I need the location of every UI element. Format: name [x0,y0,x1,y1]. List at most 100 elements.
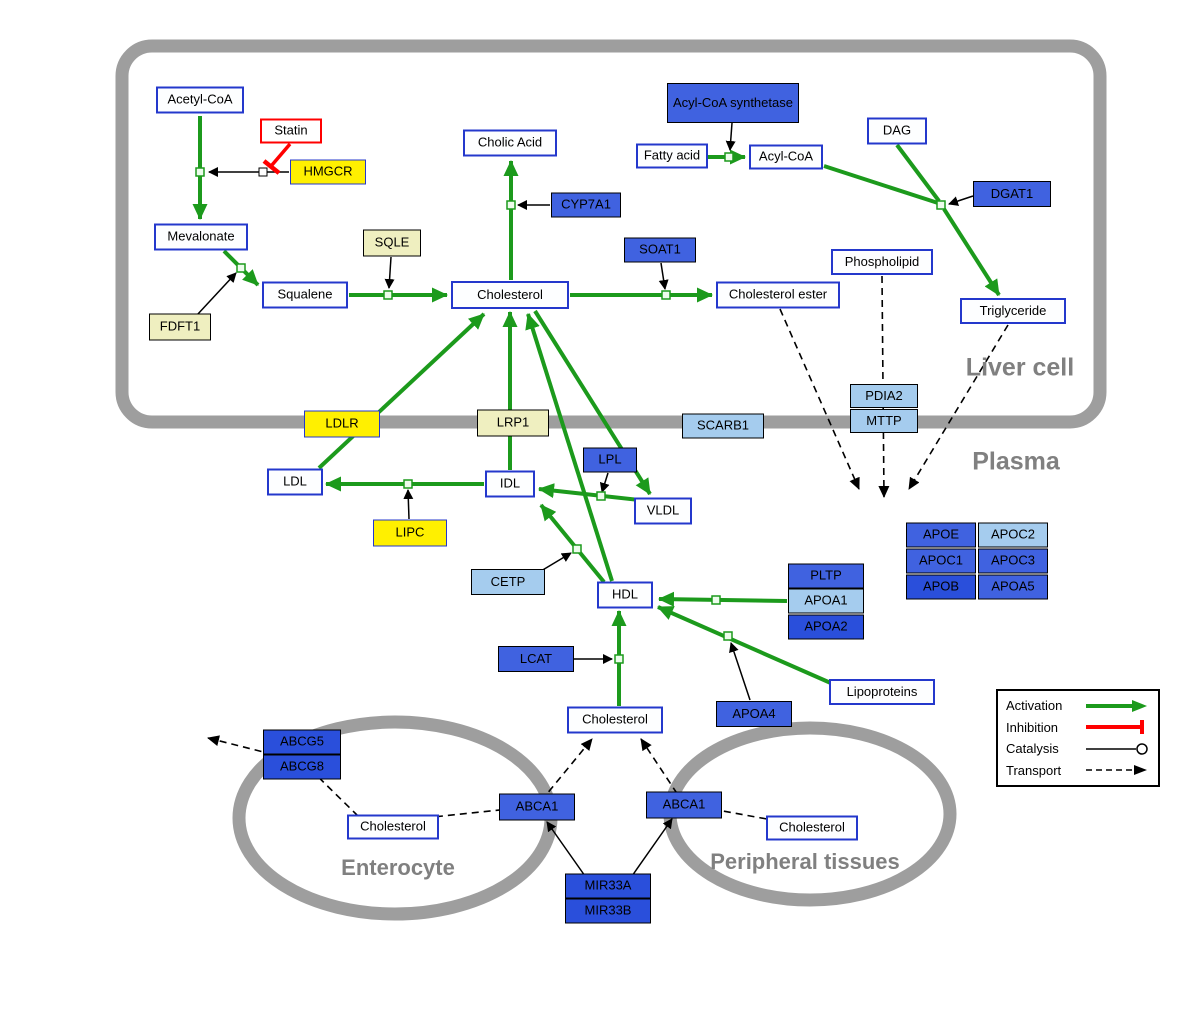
node-mir33a[interactable]: MIR33A [565,873,651,899]
reaction-anchor [724,152,734,162]
inhibition-statin-tbar [262,159,281,175]
edge-mir33-abca1-left [546,821,586,877]
activation-arrow-icon [1086,699,1147,712]
node-apob[interactable]: APOB [906,574,976,600]
peripheral-tissues-label: Peripheral tissues [710,849,900,874]
legend-inhibition: Inhibition [1006,718,1150,736]
reaction-anchor [936,200,946,210]
edge-anchor-triglyceride [942,207,1001,297]
node-apoc3[interactable]: APOC3 [978,548,1048,574]
node-fdft1[interactable]: FDFT1 [149,313,211,341]
node-acyl-coa-synthetase[interactable]: Acyl-CoA synthetase [667,83,799,123]
node-cyp7a1[interactable]: CYP7A1 [551,192,621,218]
catalysis-lipc [403,489,414,520]
catalysis-fdft1 [196,272,237,316]
node-hdl[interactable]: HDL [597,581,653,609]
node-abca1-enterocyte[interactable]: ABCA1 [499,793,575,821]
node-pltp[interactable]: PLTP [788,563,864,589]
node-mevalonate[interactable]: Mevalonate [154,223,248,251]
node-soat1[interactable]: SOAT1 [624,237,696,263]
edge-lipoproteins-hdl [657,605,834,686]
inhibition-statin-line [270,142,292,167]
edge-mir33-abca1-right [631,818,673,877]
node-dgat1[interactable]: DGAT1 [973,181,1051,207]
reaction-anchor [403,479,413,489]
node-lpl[interactable]: LPL [583,447,637,473]
node-scarb1[interactable]: SCARB1 [682,413,764,439]
edge-hdl-cholesterol [525,313,614,582]
edge-vldl-idl [538,483,640,502]
node-cholic-acid[interactable]: Cholic Acid [463,129,557,157]
catalysis-soat1 [658,262,669,290]
transport-dashed-arrow-icon [1086,765,1147,776]
catalysis-circle-icon [1086,743,1148,755]
node-acetyl-coa[interactable]: Acetyl-CoA [156,86,244,114]
node-ldlr[interactable]: LDLR [304,410,380,438]
node-cholesterol-plasma[interactable]: Cholesterol [567,706,663,734]
node-cholesterol-peripheral[interactable]: Cholesterol [766,815,858,841]
node-lcat[interactable]: LCAT [498,646,574,672]
node-lrp1[interactable]: LRP1 [477,409,549,437]
edge-acylcoa-anchor [823,164,939,205]
legend-catalysis-label: Catalysis [1006,741,1059,757]
node-abcg8[interactable]: ABCG8 [263,754,341,780]
node-fatty-acid[interactable]: Fatty acid [636,143,708,169]
reaction-anchor [723,631,733,641]
node-abcg5[interactable]: ABCG5 [263,729,341,755]
node-apoe[interactable]: APOE [906,522,976,548]
legend: Activation Inhibition Catalysis Transpor… [996,689,1160,787]
node-triglyceride[interactable]: Triglyceride [960,298,1066,324]
node-dag[interactable]: DAG [867,117,927,145]
inhibition-anchor [258,167,268,177]
reaction-anchor [506,200,516,210]
node-cholesterol-ester[interactable]: Cholesterol ester [716,281,840,309]
transport-peripheral-abca1-plasma [640,738,779,822]
reaction-anchor [711,595,721,605]
node-cholesterol-enterocyte[interactable]: Cholesterol [347,814,439,840]
node-apoa1[interactable]: APOA1 [788,588,864,614]
node-cholesterol-liver[interactable]: Cholesterol [451,281,569,309]
liver-cell-membrane [115,39,1107,429]
node-squalene[interactable]: Squalene [262,281,348,309]
edge-apoa-hdl [658,591,788,607]
node-mttp[interactable]: MTTP [850,409,918,433]
inhibition-tbar-icon [1086,720,1144,735]
node-apoc1[interactable]: APOC1 [906,548,976,574]
node-phospholipid[interactable]: Phospholipid [831,249,933,275]
node-hmgcr[interactable]: HMGCR [290,159,366,185]
node-sqle[interactable]: SQLE [363,229,421,257]
catalysis-acylcoa-synthetase [725,122,736,151]
plasma-label: Plasma [972,447,1060,476]
node-apoc2[interactable]: APOC2 [978,522,1048,548]
edge-dag-anchor [895,143,941,203]
node-apoa5[interactable]: APOA5 [978,574,1048,600]
reaction-anchor [596,491,606,501]
reaction-anchor [383,290,393,300]
node-apoa2[interactable]: APOA2 [788,614,864,640]
reaction-anchor [572,544,582,554]
catalysis-cetp [540,552,572,572]
liver-cell-label: Liver cell [965,353,1075,382]
legend-activation-label: Activation [1006,698,1063,714]
node-lipc[interactable]: LIPC [373,519,447,547]
node-pdia2[interactable]: PDIA2 [850,384,918,408]
edge-hdl-idl [539,503,606,584]
node-vldl[interactable]: VLDL [634,497,692,525]
node-acyl-coa[interactable]: Acyl-CoA [749,144,823,170]
transport-triglyceride-plasma [908,324,1009,490]
node-mir33b[interactable]: MIR33B [565,898,651,924]
legend-activation: Activation [1006,697,1150,715]
reaction-anchor [614,654,624,664]
legend-transport-label: Transport [1006,762,1062,778]
node-cetp[interactable]: CETP [471,569,545,595]
node-ldl[interactable]: LDL [267,468,323,496]
node-abca1-peripheral[interactable]: ABCA1 [646,791,722,819]
node-lipoproteins[interactable]: Lipoproteins [829,679,935,705]
enterocyte-label: Enterocyte [341,855,455,880]
reaction-anchor [236,263,246,273]
node-statin[interactable]: Statin [260,118,322,144]
node-apoa4[interactable]: APOA4 [716,701,792,727]
node-idl[interactable]: IDL [485,470,535,498]
